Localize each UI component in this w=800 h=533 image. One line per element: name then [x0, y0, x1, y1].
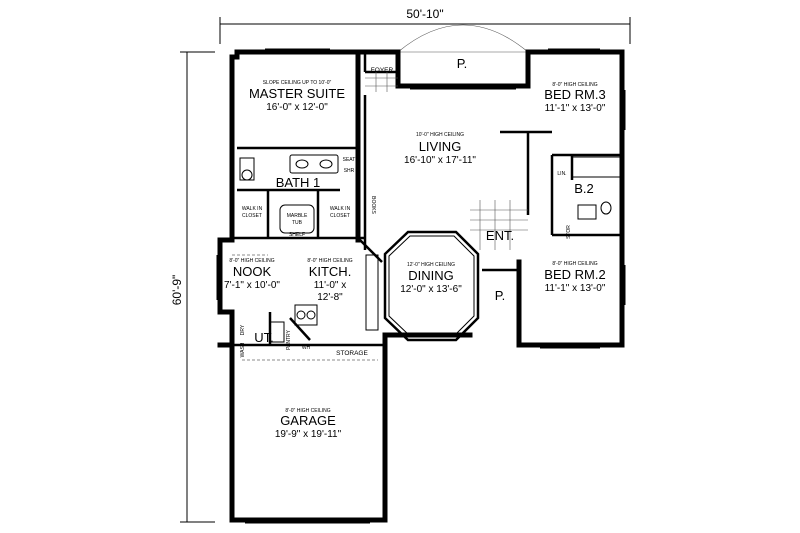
dining-octagon	[383, 230, 480, 342]
utility-dry: DRY	[240, 324, 246, 335]
foyer-tile	[365, 72, 398, 92]
bed2-note: 8'-0" HIGH CEILING	[552, 261, 597, 267]
bath1-shr: SHR	[344, 168, 355, 174]
nook-size: 7'-1" x 10'-0"	[224, 280, 280, 291]
marble-tub-line1: MARBLE	[287, 213, 308, 219]
front-porch-arc	[397, 24, 529, 53]
closet-left-line2: CLOSET	[242, 213, 262, 219]
garage-size: 19'-9" x 19'-11"	[275, 429, 342, 440]
utility-wash: WASH	[240, 342, 246, 357]
linen-label: LIN.	[557, 171, 566, 177]
kitchen-note: 8'-0" HIGH CEILING	[307, 258, 352, 264]
kitchen-size-1: 11'-0" x	[314, 280, 347, 291]
storage-label: STORAGE	[336, 350, 368, 357]
side-porch-name: P.	[495, 288, 506, 303]
dining-note: 12'-0" HIGH CEILING	[407, 262, 455, 268]
windows	[216, 48, 626, 524]
nook-note: 8'-0" HIGH CEILING	[229, 258, 274, 264]
living-size: 16'-10" x 17'-11"	[404, 155, 476, 166]
master-suite-size: 16'-0" x 12'-0"	[266, 102, 328, 113]
dining-size: 12'-0" x 13'-6"	[400, 284, 462, 295]
entry-tile	[470, 200, 528, 250]
closet-right-line1: WALK IN	[330, 206, 351, 212]
books-label: BOOKS	[370, 196, 376, 214]
living-note: 10'-0" HIGH CEILING	[416, 132, 464, 138]
entry-name: ENT.	[486, 228, 514, 243]
bed2-size: 11'-1" x 13'-0"	[545, 283, 606, 294]
bed2-name: BED RM.2	[544, 267, 605, 282]
bath1-name: BATH 1	[276, 175, 321, 190]
water-heater-label: WH	[302, 345, 311, 351]
garage-name: GARAGE	[280, 413, 336, 428]
utility-name: UT.	[254, 330, 274, 345]
dining-octagon-inner	[388, 235, 475, 337]
foyer-name: FOYER	[371, 67, 394, 74]
kitchen-name: KITCH.	[309, 264, 352, 279]
garage-note: 8'-0" HIGH CEILING	[285, 408, 330, 414]
closet-right-line2: CLOSET	[330, 213, 350, 219]
master-suite-note: SLOPE CEILING UP TO 10'-0"	[263, 80, 332, 86]
bed3-name: BED RM.3	[544, 87, 605, 102]
marble-tub-line2: TUB	[292, 220, 303, 226]
overall-width-label: 50'-10"	[406, 7, 443, 21]
living-name: LIVING	[419, 139, 462, 154]
front-porch-name: P.	[457, 56, 468, 71]
fixtures	[239, 154, 621, 343]
bed3-note: 8'-0" HIGH CEILING	[552, 82, 597, 88]
exterior-walls	[217, 49, 625, 523]
nook-name: NOOK	[233, 264, 272, 279]
interior-walls	[232, 52, 622, 347]
kitchen-size-2: 12'-8"	[317, 292, 343, 303]
stor-label: STOR	[566, 225, 572, 239]
closet-left-line1: WALK IN	[242, 206, 263, 212]
bed3-size: 11'-1" x 13'-0"	[545, 103, 606, 114]
dimension-lines	[180, 17, 631, 523]
pantry-label: PANTRY	[286, 329, 292, 349]
dining-name: DINING	[408, 268, 454, 283]
bath1-seat: SEAT	[343, 157, 356, 163]
overall-depth-label: 60'-9"	[170, 275, 184, 306]
bath2-name: B.2	[574, 181, 594, 196]
shelf-label: SHELF	[289, 232, 305, 238]
master-suite-name: MASTER SUITE	[249, 86, 345, 101]
